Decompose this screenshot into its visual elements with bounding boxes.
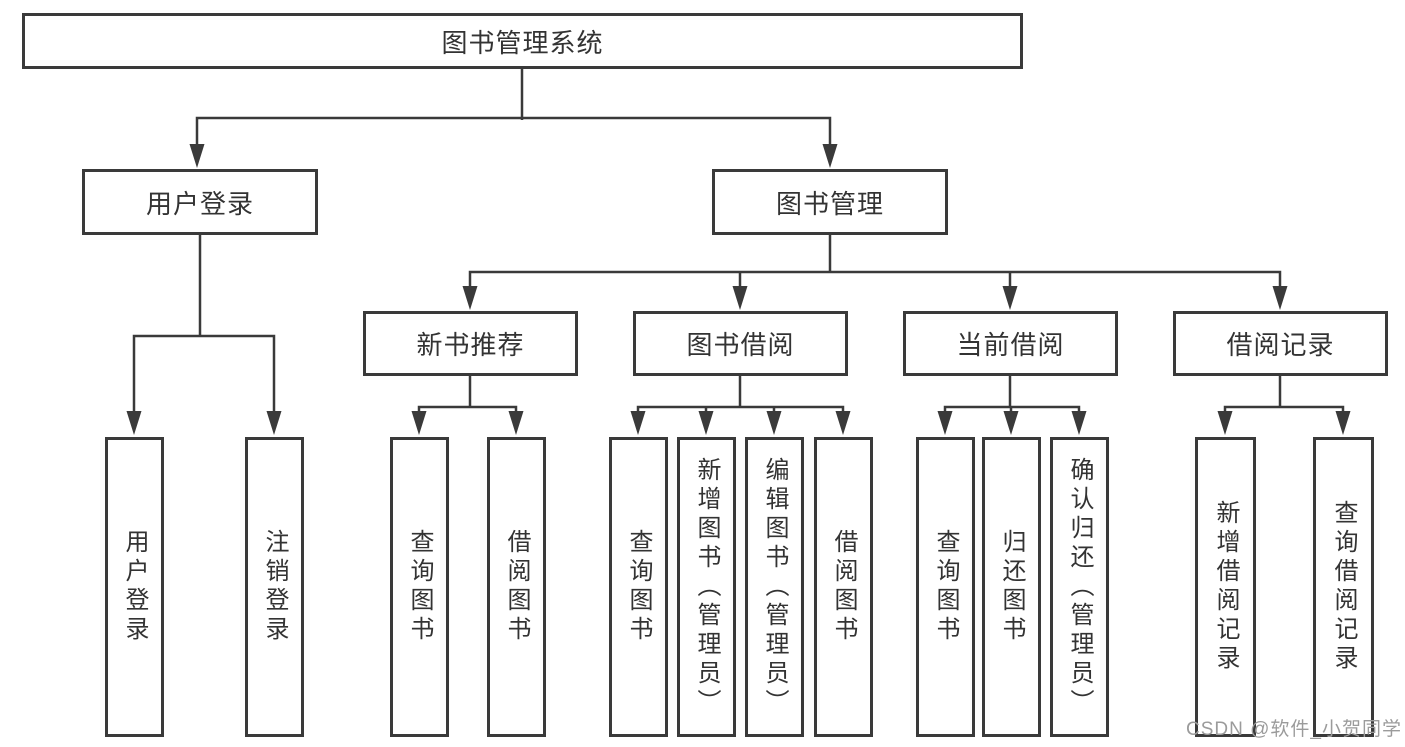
- leaf-borrow-query-books: 查询图书: [609, 437, 668, 737]
- leaf-records-add-record: 新增借阅记录: [1195, 437, 1256, 737]
- node-current-borrow: 当前借阅: [903, 311, 1118, 376]
- leaf-records-query-record: 查询借阅记录: [1313, 437, 1374, 737]
- node-user-login: 用户登录: [82, 169, 318, 235]
- leaf-borrow-edit-books-admin: 编辑图书（管理员）: [745, 437, 804, 737]
- watermark: CSDN @软件_小贺同学: [1186, 719, 1402, 740]
- leaf-current-return-books: 归还图书: [982, 437, 1041, 737]
- leaf-borrow-borrow-books: 借阅图书: [814, 437, 873, 737]
- leaf-logout: 注销登录: [245, 437, 304, 737]
- leaf-recommend-borrow-books: 借阅图书: [487, 437, 546, 737]
- node-root: 图书管理系统: [22, 13, 1023, 69]
- leaf-borrow-add-books-admin: 新增图书（管理员）: [677, 437, 736, 737]
- node-book-management: 图书管理: [712, 169, 948, 235]
- node-new-book-recommend: 新书推荐: [363, 311, 578, 376]
- node-borrow-records: 借阅记录: [1173, 311, 1388, 376]
- leaf-user-login: 用户登录: [105, 437, 164, 737]
- node-book-borrow: 图书借阅: [633, 311, 848, 376]
- leaf-current-confirm-return-admin: 确认归还（管理员）: [1050, 437, 1109, 737]
- arrowheads: [126, 144, 1351, 435]
- leaf-current-query-books: 查询图书: [916, 437, 975, 737]
- leaf-recommend-query-books: 查询图书: [390, 437, 449, 737]
